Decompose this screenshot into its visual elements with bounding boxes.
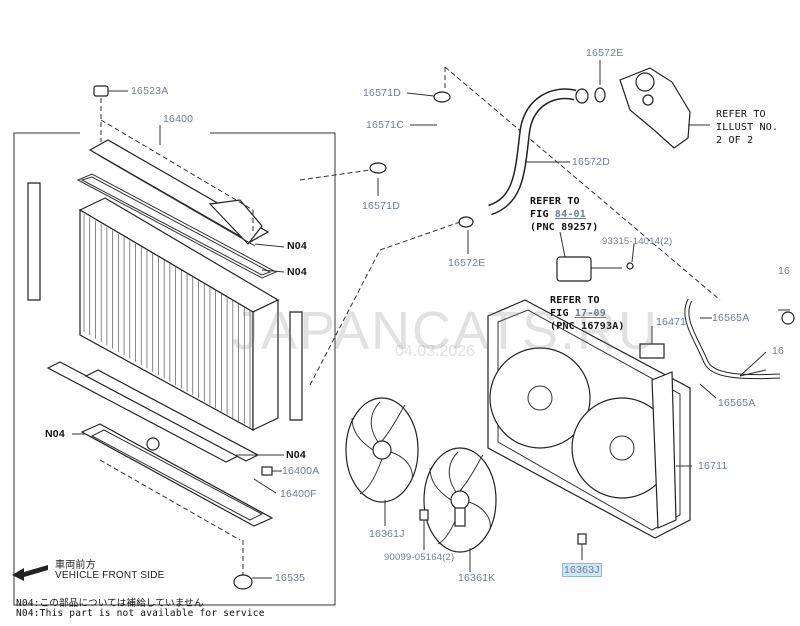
hose-16572D	[458, 87, 606, 228]
n04-marker-lower-left: N04	[45, 428, 65, 440]
part-16565A-bottom[interactable]: 16565A	[718, 397, 756, 409]
fan-16361K	[423, 447, 497, 553]
part-16400F[interactable]: 16400F	[280, 488, 317, 500]
part-16400[interactable]: 16400	[163, 113, 194, 125]
refer-illust-line3: 2 OF 2	[716, 135, 754, 146]
part-16400A[interactable]: 16400A	[282, 465, 320, 477]
fig-84-01-link[interactable]: 84-01	[554, 209, 586, 220]
refer-fig17-line2: FIG 17-09	[550, 308, 606, 319]
front-side-jp: 車両前方	[55, 560, 96, 571]
part-cut-off-label[interactable]: 16	[778, 265, 791, 277]
part-90099[interactable]: 90099-05164(2)	[384, 552, 455, 563]
refer-illust-line1: REFER TO	[716, 109, 766, 120]
fig-17-09-link[interactable]: 17-09	[574, 308, 606, 319]
refer-fig17-line1: REFER TO	[550, 295, 600, 306]
radiator-cap	[93, 85, 128, 142]
part-16572E-bottom[interactable]: 16572E	[448, 257, 486, 269]
refer-fig84-line3: (PNC 89257)	[530, 222, 599, 233]
upper-tank	[88, 139, 270, 247]
refer-fig17-line3: (PNC 16793A)	[550, 321, 625, 332]
part-16361J[interactable]: 16361J	[369, 528, 405, 540]
part-16572E-top[interactable]: 16572E	[586, 47, 624, 59]
hose-16571C	[369, 91, 451, 174]
fan-16361J	[345, 397, 419, 503]
part-16571D-bottom[interactable]: 16571D	[362, 200, 400, 212]
part-16535[interactable]: 16535	[275, 572, 306, 584]
n04-marker-lower-right: N04	[286, 449, 306, 461]
refer-illust-line2: ILLUST NO.	[716, 122, 779, 133]
part-16471[interactable]: 16471	[656, 316, 687, 328]
part-16363J-highlighted[interactable]: 16363J	[562, 563, 602, 577]
part-16571D-top[interactable]: 16571D	[363, 87, 401, 99]
refer-fig84-line2: FIG 84-01	[530, 209, 586, 220]
note-n04-en: N04:This part is not available for servi…	[16, 608, 265, 619]
part-16361K[interactable]: 16361K	[458, 572, 496, 584]
part-16572D[interactable]: 16572D	[572, 156, 610, 168]
water-outlet	[619, 67, 710, 149]
part-16711[interactable]: 16711	[698, 460, 728, 472]
part-16571C[interactable]: 16571C	[366, 119, 404, 131]
refer-fig84-line1: REFER TO	[530, 196, 580, 207]
part-cut-off-label-2[interactable]: 16	[772, 345, 785, 357]
n04-marker-gasket: N04	[287, 240, 307, 252]
fan-shroud	[487, 299, 691, 539]
part-16523A[interactable]: 16523A	[131, 85, 169, 97]
part-16565A-top[interactable]: 16565A	[712, 312, 750, 324]
n04-marker-seal: N04	[287, 266, 307, 278]
part-93315[interactable]: 93315-14014(2)	[602, 236, 673, 247]
radiator-core	[78, 197, 280, 432]
front-side-en: VEHICLE FRONT SIDE	[55, 570, 165, 581]
note-n04-jp: N04:この部品については補給していません	[16, 598, 204, 609]
vehicle-front-arrow	[12, 565, 48, 581]
